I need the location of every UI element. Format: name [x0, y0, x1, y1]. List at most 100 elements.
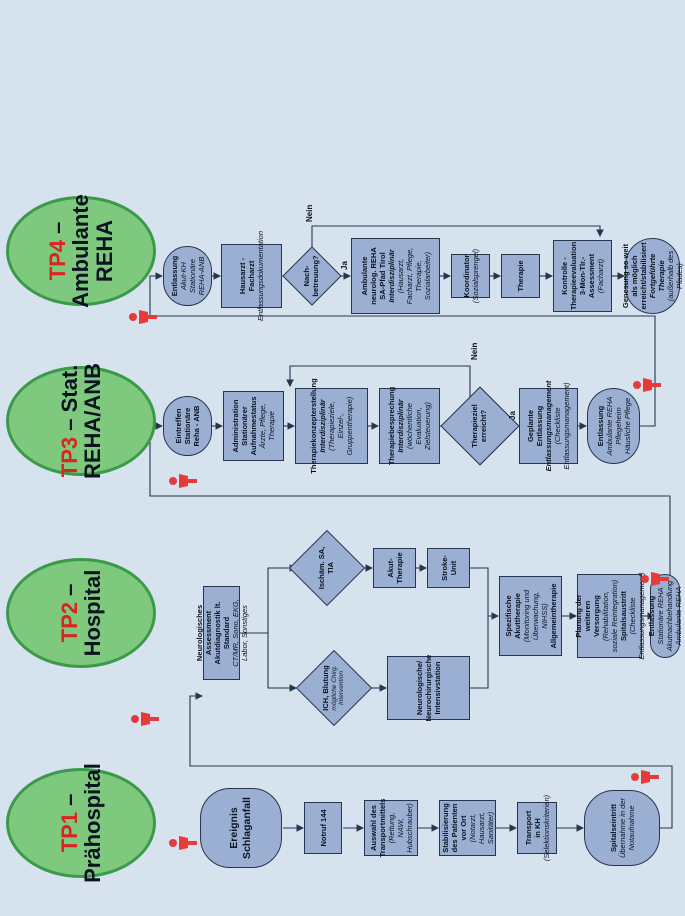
node-therapie: Therapie [501, 254, 540, 298]
node-sub: (Rehabilitation, soziale Reintegration) [600, 579, 619, 653]
node-sub: (Sozialsprengel) [470, 248, 480, 304]
node-title: Entlassung [595, 405, 605, 447]
node-title: Auswahl des Transportmittels [368, 798, 387, 858]
node-transport-kh: Transport in KH (Selektionskriterien) [517, 795, 557, 861]
node-administration: Administration Stationärer Aufnahmestatu… [223, 391, 284, 461]
node-title: Therapiekonzepterstellung [309, 378, 318, 474]
patient-icon [641, 572, 669, 586]
node-notruf: Notruf 144 [304, 802, 342, 854]
node-stroke-unit: Stroke-Unit [427, 548, 470, 588]
phase-separator: – [56, 793, 82, 812]
node-title: Koordinator [461, 254, 471, 298]
node-sub: Ärzte, Pflege, Therapie [258, 403, 276, 449]
decision-sub: mögliche Chirg. Intervention [330, 665, 346, 711]
node-title: Akut-Therapie [385, 552, 404, 584]
patient-icon [631, 770, 659, 784]
node-line: Akutnachbehandlung [665, 580, 674, 652]
phase-code: TP3 [56, 436, 82, 478]
node-stabilisierung: Stabilisierung des Patienten vor Ort (No… [439, 800, 496, 856]
phase-name: Ambulante REHA [68, 194, 117, 308]
node-sub: Entlassungsdokumentation [256, 230, 265, 322]
phase-name: Prähospital [80, 763, 105, 883]
node-line: Ambulante REHA [674, 586, 683, 646]
node-sub: (Facharzt) [596, 258, 605, 294]
node-title2: Allgemeintherapie [548, 583, 558, 649]
node-title: Administration Stationärer Aufnahmestatu… [231, 396, 258, 456]
node-line: Ambulante REHA [604, 396, 614, 456]
node-title: Neurologische/ Neurochirurgische Intensi… [415, 654, 442, 722]
node-sub: Übernahme in der Notaufnahme [617, 797, 636, 859]
node-title: Kontrolle - Therapieevaluation 3-Mon-Tlr… [560, 241, 596, 311]
node-sub: (Therapieziele, Einzel-, Gruppentherapie… [327, 396, 354, 456]
label-ja-tp4: Ja [340, 261, 349, 270]
patient-icon [169, 836, 197, 850]
node-title: Therapie [516, 260, 525, 292]
phase-header-tp1: TP1 – Prähospital [6, 763, 156, 883]
node-title: Notruf 144 [318, 809, 328, 847]
decision-title: Therapieziel erreicht? [470, 404, 488, 448]
node-title: Geplante Entlassung [526, 405, 544, 447]
node-koordinator: Koordinator (Sozialsprengel) [451, 249, 490, 303]
node-title: Planung der weiteren Versorgung [573, 594, 601, 638]
node-title: Eintreffen Stationäre Reha - ANB [174, 405, 201, 447]
node-emph: Entlassungsmanagement [544, 380, 553, 472]
node-line: Stationäre REHA-ANB [187, 256, 206, 296]
patient-icon [633, 378, 661, 392]
node-title: Entlassung [647, 595, 656, 637]
node-title: Neurologisches Assessment Akutdiagnostik… [194, 601, 231, 665]
node-title2: Spitalsaustritt [618, 591, 628, 642]
node-line: Häusliche Pflege [622, 397, 632, 455]
node-sub: CT/MR, Sono, EKG, Labor, Sonstiges [230, 599, 249, 667]
node-sub: (Notarzt, Hausarzt, Sanitäter) [467, 811, 495, 845]
phase-separator: – [56, 583, 82, 602]
node-neuro-intensiv: Neurologische/ Neurochirurgische Intensi… [387, 654, 470, 722]
phase-separator: – [45, 221, 71, 240]
patient-icon [131, 712, 159, 726]
node-genesung: Genesung so weit als möglich erreicht/st… [621, 238, 684, 314]
node-transportmittel: Auswahl des Transportmittels (Rettung, N… [364, 798, 418, 858]
node-entlassung-tp3: Entlassung Ambulante REHA Pflegeheim Häu… [587, 388, 640, 464]
node-spez-akuttherapie: Spezifische Akuttherapie (Monitoring und… [499, 576, 562, 656]
node-hausarzt: Hausarzt - Facharzt Entlassungsdokumenta… [221, 231, 282, 321]
node-akut-therapie: Akut-Therapie [373, 548, 416, 588]
node-title: Hausarzt - Facharzt [238, 257, 256, 295]
label-nein-tp4: Nein [305, 204, 314, 222]
node-planung: Planung der weiteren Versorgung (Rehabil… [573, 572, 646, 659]
decision-title: Ischäm. SA, TIA [317, 546, 335, 590]
node-title: Therapiebesprechung [387, 386, 396, 466]
node-sub: (Rettung, NAW, Hubschrauber) [386, 803, 414, 853]
node-title: Transport in KH [523, 810, 542, 846]
node-emph: Interdisziplinär [318, 399, 327, 453]
node-emph: Interdisziplinär [386, 249, 396, 303]
node-ereignis-schlaganfall: Ereignis Schlaganfall [200, 788, 282, 868]
phase-separator: – [56, 412, 82, 437]
node-entlassung-tp4: Entlassung Akut-KH Stationäre REHA-ANB [163, 246, 212, 306]
patient-icon [169, 474, 197, 488]
node-title: Ereignis Schlaganfall [228, 797, 253, 859]
node-line: Stationäre REHA [656, 587, 665, 645]
phase-header-tp4: TP4 – Ambulante REHA [6, 194, 156, 308]
node-therapiebesprechung: Therapiebesprechung Interdisziplinär (wö… [379, 386, 440, 466]
phase-code: TP1 [56, 812, 82, 853]
node-neuro-assessment: Neurologisches Assessment Akutdiagnostik… [195, 586, 249, 680]
phase-header-tp3: TP3 – Stat. REHA/ANB [6, 363, 156, 479]
node-line: Pflegeheim [613, 407, 623, 445]
label-ja-tp3: Ja [508, 411, 517, 420]
node-geplante-entlassung: Geplante Entlassung Entlassungsmanagemen… [519, 381, 578, 471]
patient-icon [129, 310, 157, 324]
node-emph: Fortgeführte Therapie [648, 253, 666, 299]
node-sub: (Hausarzt, Facharzt, Pflege, Therapie, S… [395, 247, 432, 305]
node-emph: Interdisziplinär [396, 399, 405, 453]
node-title: Stabilisierung des Patienten vor Ort [440, 803, 468, 853]
node-title: Stroke-Unit [439, 555, 458, 581]
node-line: Akut-KH [178, 262, 188, 290]
node-sub: (Selektionskriterien) [541, 794, 551, 862]
phase-name: Hospital [80, 569, 105, 657]
node-sub: (wöchentliche Evaluation, Zielsteuerung) [405, 402, 432, 450]
node-sub: (außerhalb des Pfades) [666, 250, 684, 302]
node-spitalseintritt: Spitalseintritt Übernahme in der Notaufn… [584, 790, 660, 866]
node-title: Genesung so weit als möglich erreicht/st… [621, 242, 648, 310]
node-title: Spitalseintritt [608, 804, 618, 852]
